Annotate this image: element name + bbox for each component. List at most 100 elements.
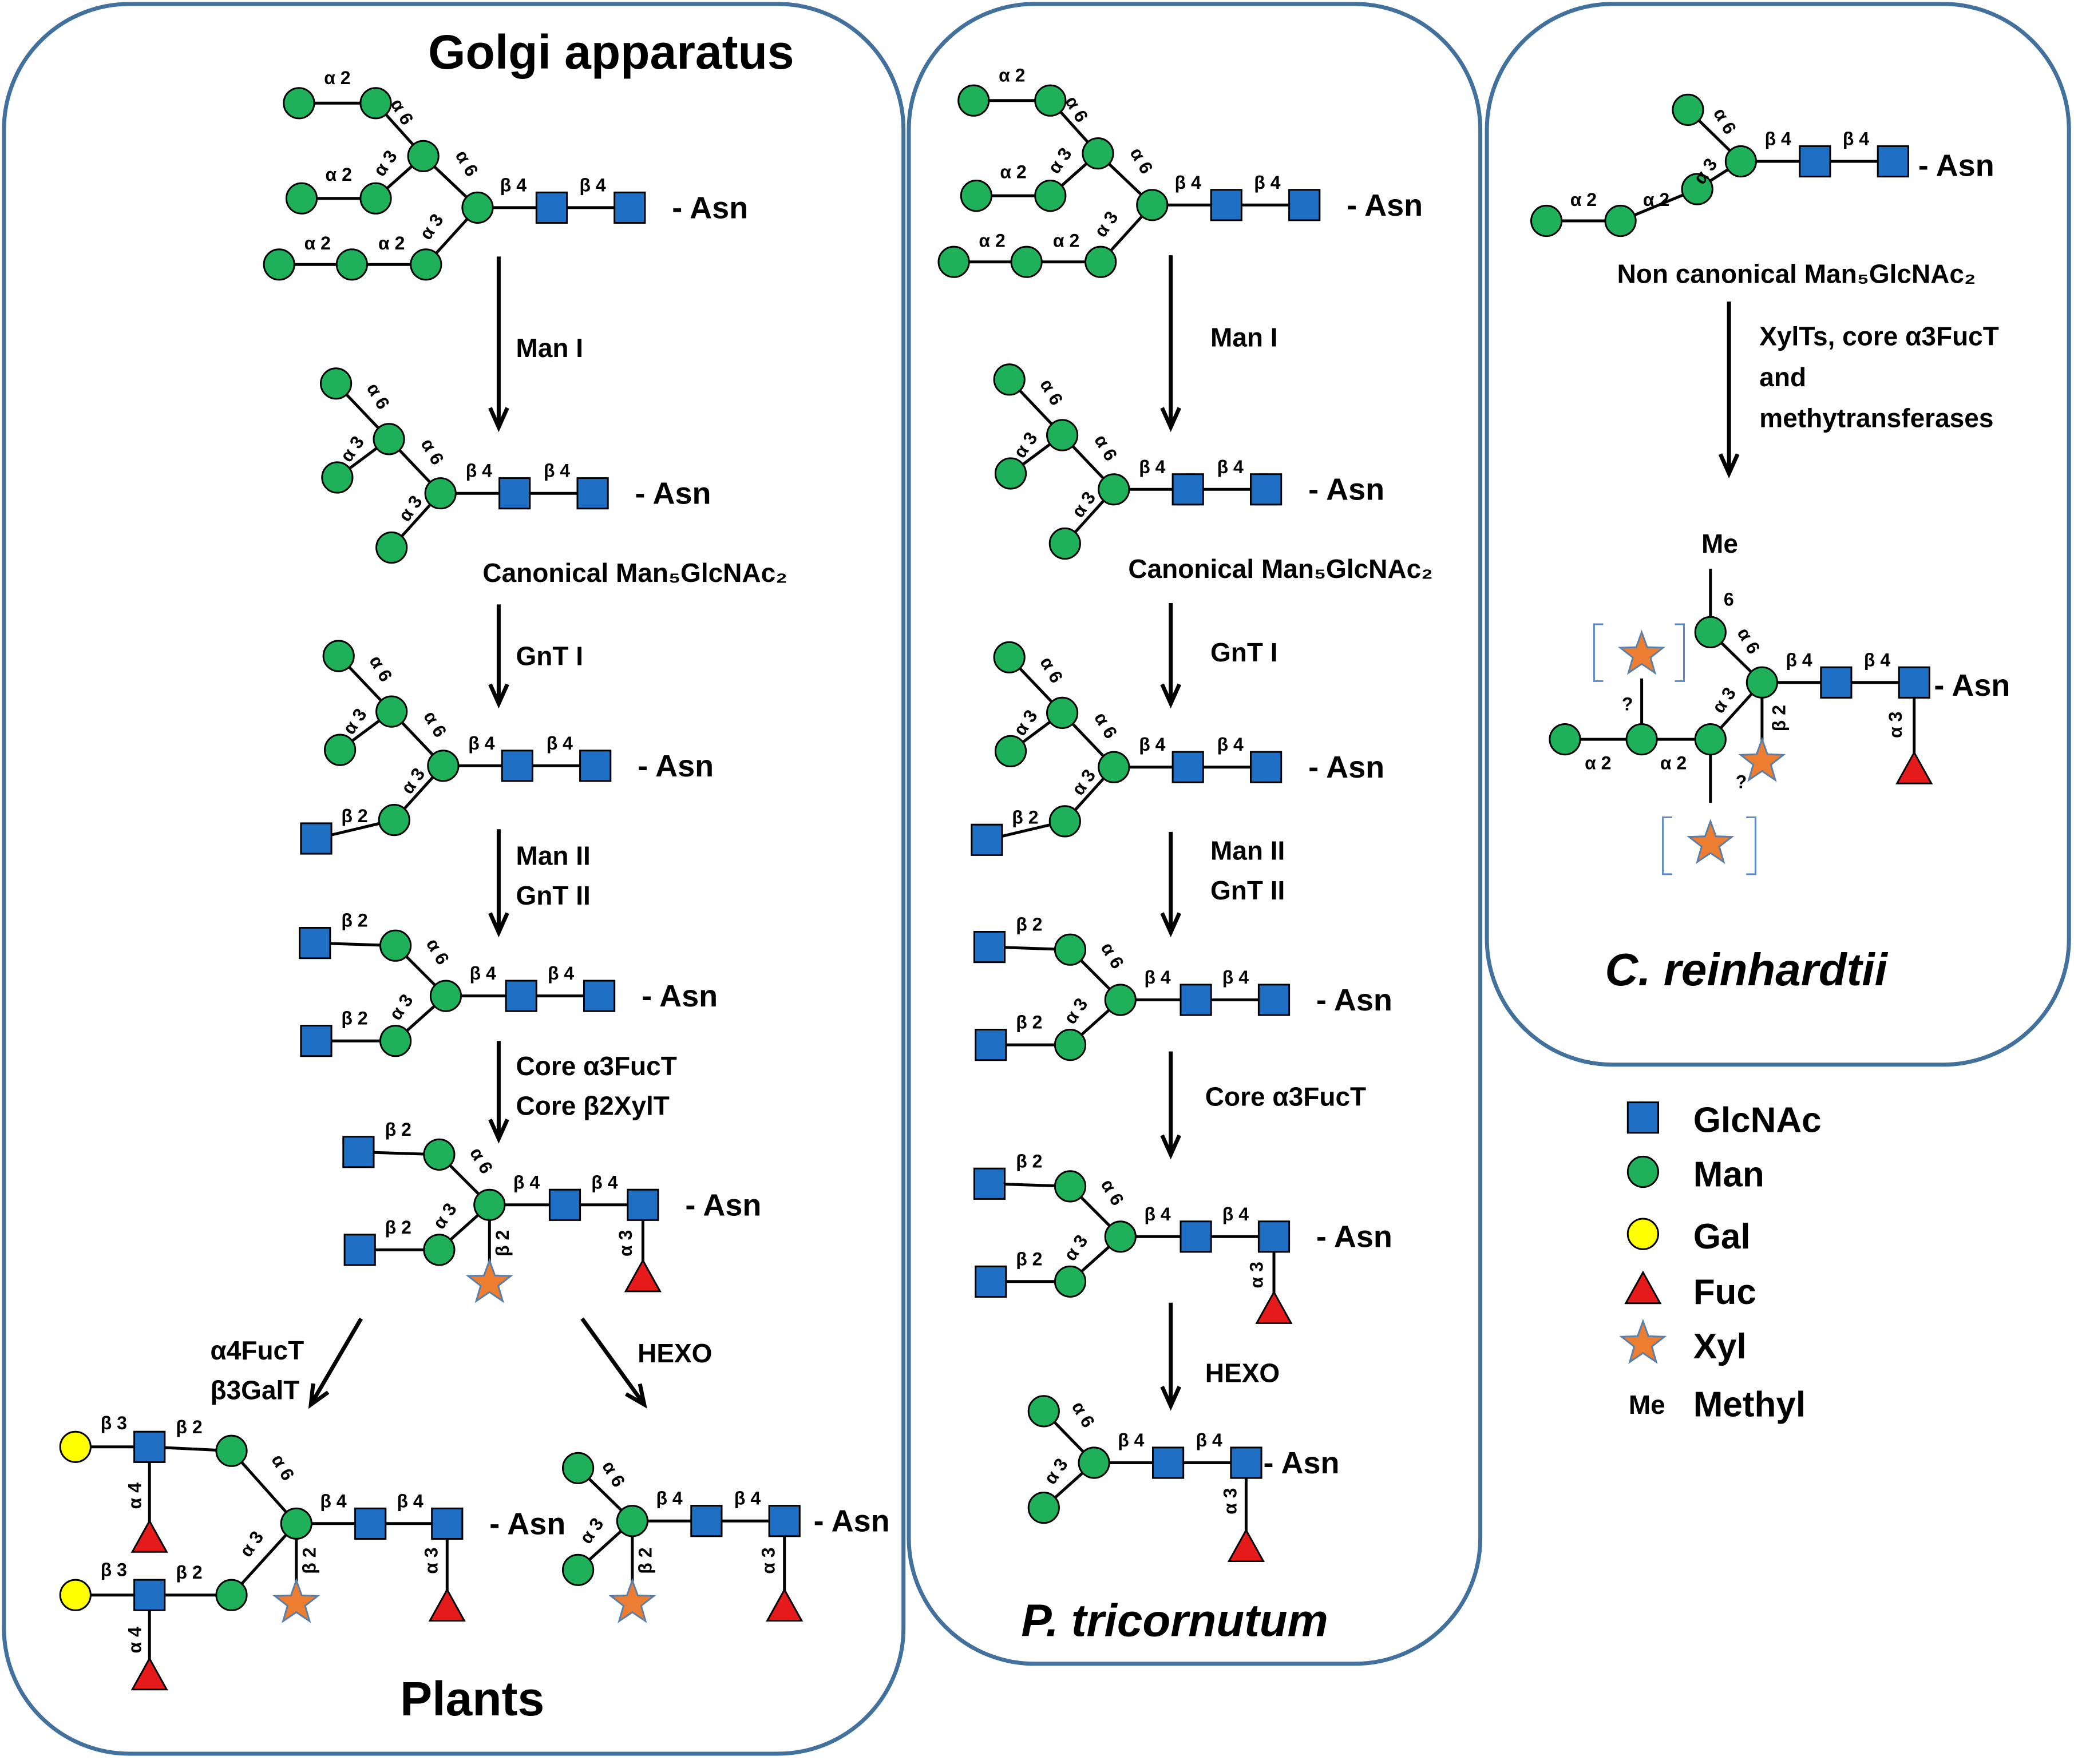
linkage-label: α 6 bbox=[1036, 653, 1067, 687]
glcnac-residue bbox=[576, 477, 609, 510]
enzyme-core-fuct: Core α3FucT bbox=[516, 1051, 677, 1081]
glcnac-residue bbox=[971, 823, 1003, 856]
legend-label-fuc: Fuc bbox=[1693, 1273, 1756, 1312]
man-residue bbox=[1085, 245, 1117, 278]
unknown-linkage-label: ? bbox=[1736, 772, 1747, 792]
linkage-label: α 3 bbox=[421, 1547, 441, 1573]
linkage-label: α 6 bbox=[1126, 144, 1157, 177]
fuc-residue bbox=[1624, 1270, 1662, 1305]
man-residue bbox=[1104, 1220, 1137, 1253]
man-residue bbox=[215, 1434, 248, 1467]
arrow-head bbox=[488, 407, 509, 433]
bracket bbox=[1593, 623, 1604, 682]
legend-label-gal: Gal bbox=[1693, 1217, 1751, 1256]
glcnac-residue bbox=[614, 191, 646, 224]
linkage-label: β 2 bbox=[1012, 807, 1038, 827]
linkage-label: α 3 bbox=[369, 146, 401, 180]
glcnac-residue bbox=[354, 1507, 387, 1540]
linkage-label: β 4 bbox=[1139, 734, 1165, 755]
man-residue bbox=[1054, 1265, 1087, 1298]
linkage-label: α 3 bbox=[1040, 1454, 1072, 1488]
diatom-enzyme-gnt-i: GnT I bbox=[1210, 637, 1278, 667]
linkage-label: β 4 bbox=[579, 175, 605, 195]
arrow-head bbox=[624, 1383, 647, 1409]
glcnac-residue bbox=[1257, 984, 1291, 1016]
diatom-panel-title: P. tricornutum bbox=[1021, 1595, 1328, 1646]
man-residue bbox=[1681, 173, 1713, 205]
glcnac-residue bbox=[975, 1265, 1007, 1298]
glcnac-residue bbox=[579, 750, 612, 782]
glcnac-residue bbox=[1257, 1220, 1291, 1253]
plants-panel bbox=[2, 2, 906, 1756]
man-residue bbox=[1082, 137, 1114, 170]
man-residue bbox=[1626, 1155, 1659, 1188]
linkage-label: β 4 bbox=[320, 1491, 346, 1511]
linkage-label: α 2 bbox=[324, 68, 350, 88]
xyl-residue bbox=[1687, 818, 1735, 865]
legend-label-glcnac: GlcNAc bbox=[1693, 1101, 1822, 1140]
legend-label-methyl: Methyl bbox=[1693, 1385, 1806, 1425]
glcnac-residue bbox=[505, 980, 537, 1012]
asn-label: - Asn bbox=[814, 1504, 890, 1539]
man-residue bbox=[263, 248, 295, 281]
man-residue bbox=[993, 641, 1026, 673]
linkage-label: β 2 bbox=[385, 1119, 411, 1140]
asn-label: - Asn bbox=[1308, 750, 1384, 784]
linkage-label: α 6 bbox=[1733, 624, 1764, 657]
asn-label: - Asn bbox=[685, 1188, 761, 1222]
man-residue bbox=[321, 461, 354, 494]
man-residue bbox=[1549, 723, 1581, 756]
glcnac-residue bbox=[627, 1188, 659, 1221]
linkage-label: α 3 bbox=[385, 990, 417, 1024]
glycan-bonds bbox=[75, 99, 1916, 1666]
man-residue bbox=[473, 1188, 506, 1221]
man-residue bbox=[1625, 723, 1658, 756]
asn-label: - Asn bbox=[638, 749, 714, 783]
linkage-label: β 4 bbox=[1196, 1430, 1222, 1450]
linkage-label: α 2 bbox=[1570, 189, 1597, 210]
xyl-residue bbox=[272, 1577, 320, 1623]
arrow-head bbox=[1160, 1134, 1181, 1160]
asn-label: - Asn bbox=[1316, 983, 1392, 1017]
glcnac-residue bbox=[548, 1188, 581, 1221]
man-residue bbox=[378, 804, 410, 837]
legend-label-man: Man bbox=[1693, 1155, 1764, 1194]
reaction-arrow bbox=[309, 1317, 363, 1406]
asn-label: - Asn bbox=[1934, 668, 2010, 703]
linkage-label: β 2 bbox=[1016, 1012, 1042, 1033]
linkage-label: β 4 bbox=[1864, 649, 1890, 670]
enzyme-a4fuct: α4FucT bbox=[211, 1335, 304, 1365]
glcnac-residue bbox=[1877, 145, 1909, 178]
reaction-arrows bbox=[308, 255, 1740, 1411]
linkage-label: β 4 bbox=[656, 1488, 682, 1509]
man-residue bbox=[1048, 527, 1081, 560]
man-residue bbox=[1104, 984, 1137, 1016]
man-residue bbox=[407, 140, 440, 172]
glcnac-residue bbox=[535, 191, 568, 224]
linkage-label: β 2 bbox=[385, 1217, 411, 1238]
linkage-label: α 6 bbox=[422, 935, 453, 968]
linkage-label: β 2 bbox=[635, 1547, 656, 1573]
xyl-residue bbox=[1619, 1318, 1667, 1364]
linkage-label: β 4 bbox=[1765, 128, 1791, 149]
linkage-label: α 3 bbox=[1090, 207, 1122, 241]
linkage-label: β 3 bbox=[101, 1413, 127, 1433]
glcnac-residue bbox=[133, 1430, 166, 1463]
enzyme-core-xylt: Core β2XylT bbox=[516, 1091, 670, 1121]
glycosidic-bond bbox=[230, 1523, 298, 1596]
linkage-label: α 4 bbox=[125, 1482, 145, 1509]
linkage-label: α 3 bbox=[1059, 1231, 1091, 1264]
linkage-label: β 4 bbox=[591, 1172, 618, 1192]
bracket bbox=[1746, 816, 1756, 875]
man-residue bbox=[1046, 419, 1079, 451]
legend-methyl-abbr: Me bbox=[1629, 1390, 1665, 1420]
linkage-label: β 2 bbox=[1769, 705, 1790, 731]
glcnac-residue bbox=[133, 1579, 166, 1611]
linkage-label: α 3 bbox=[1220, 1488, 1240, 1514]
linkage-label: β 4 bbox=[466, 461, 492, 481]
glcnac-residue bbox=[1152, 1446, 1185, 1479]
arrow-head bbox=[1160, 912, 1181, 938]
arrow-head bbox=[488, 912, 509, 938]
